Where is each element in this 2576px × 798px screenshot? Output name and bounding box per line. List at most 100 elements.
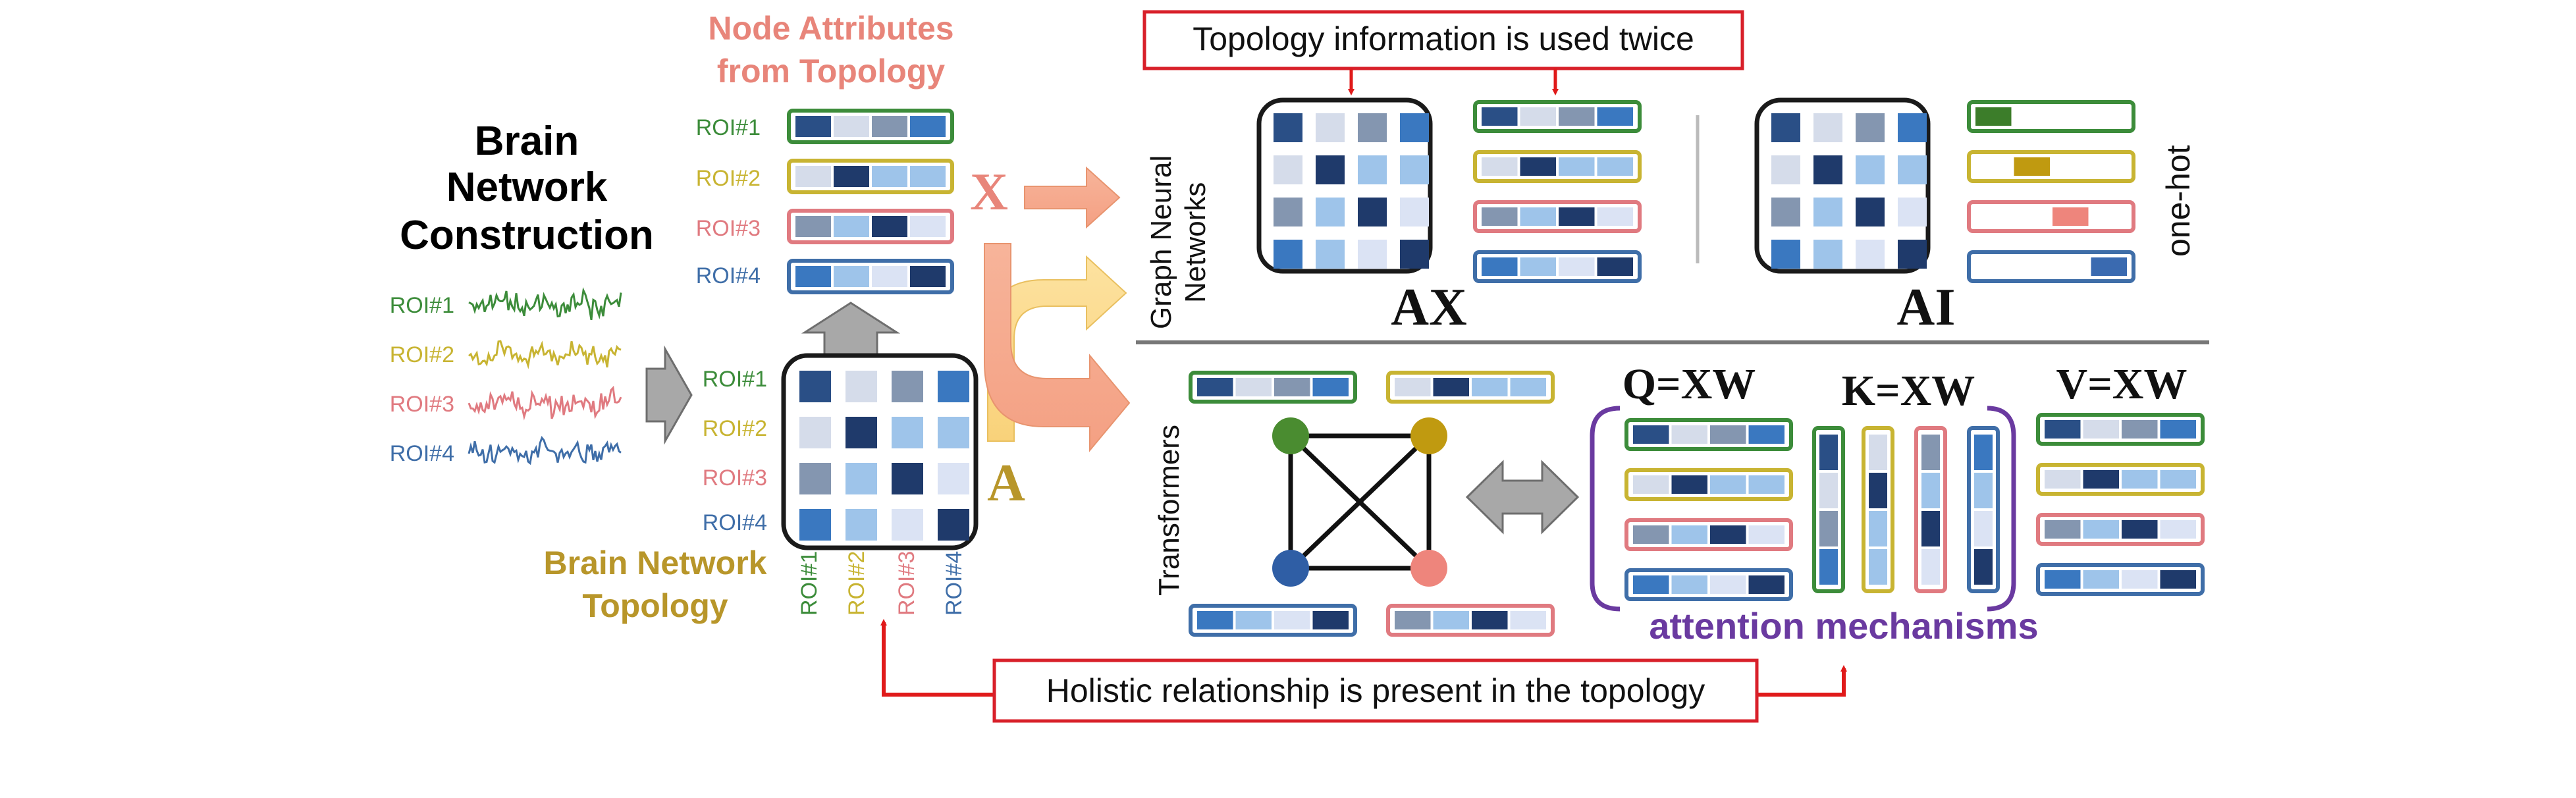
vector-cell — [1597, 257, 1633, 276]
vector-cell — [1520, 157, 1556, 176]
matrix-cell — [1358, 240, 1387, 269]
vector-cell — [1472, 378, 1508, 396]
matrix-cell — [799, 417, 831, 448]
onehot-vectors — [1967, 100, 2135, 283]
matrix-cell — [1898, 240, 1927, 269]
vector-cell — [2122, 470, 2158, 489]
k-vector-cell — [1921, 511, 1940, 546]
vector-cell — [1597, 107, 1633, 126]
k-vector-cell — [1974, 549, 1993, 585]
k-vector-cell — [1921, 435, 1940, 470]
onehot-cell — [2014, 157, 2050, 176]
topology-matrix-frame — [781, 353, 979, 550]
signal-label-roi3: ROI#3 — [390, 392, 454, 417]
topology-to-attributes-arrow — [801, 302, 901, 360]
k-vector-cell — [1921, 473, 1940, 508]
graph-to-attention-arrow — [1465, 460, 1580, 535]
matrix-cell — [1400, 198, 1429, 226]
matrix-cell — [1771, 198, 1800, 226]
gnn-section-label-line2: Networks — [1179, 182, 1212, 303]
matrix-cell — [1400, 155, 1429, 184]
graph-node-roi1 — [1272, 417, 1309, 454]
onehot-cell — [1975, 107, 2012, 126]
vector-cell — [2160, 570, 2196, 589]
k-vector-cell — [1819, 549, 1838, 585]
matrix-cell — [892, 463, 923, 494]
gnn-panel: Graph Neural Networks Topology informati… — [1142, 10, 2197, 336]
vector-cell — [1274, 378, 1310, 396]
vector-cell — [2083, 520, 2119, 539]
vector-cell — [872, 116, 907, 137]
k-label: K=XW — [1842, 367, 1975, 415]
vector-cell — [1748, 525, 1784, 544]
vector-cell — [1710, 475, 1746, 494]
topology-title-line2: Topology — [582, 587, 728, 624]
vector-cell — [1671, 575, 1707, 594]
k-vector-cell — [1819, 435, 1838, 470]
vector-cell — [1559, 157, 1595, 176]
vector-cell — [1748, 425, 1784, 444]
vector-cell — [1597, 207, 1633, 226]
vector-cell — [910, 116, 946, 137]
node-attr-label-roi3: ROI#3 — [696, 216, 761, 241]
a-symbol: A — [987, 454, 1025, 512]
vector-cell — [2083, 470, 2119, 489]
transformer-section-label: Transformers — [1153, 425, 1185, 596]
vector-cell — [872, 166, 907, 187]
matrix-cell — [1274, 240, 1302, 269]
graph-node-roi3 — [1410, 550, 1447, 587]
vector-cell — [1748, 475, 1784, 494]
vector-cell — [1520, 257, 1556, 276]
vector-cell — [2122, 520, 2158, 539]
vector-cell — [1235, 378, 1272, 396]
vector-cell — [1633, 575, 1669, 594]
vector-cell — [1312, 611, 1349, 629]
onehot-label: one-hot — [2160, 145, 2197, 257]
vector-cell — [1710, 525, 1746, 544]
matrix-cell — [845, 371, 877, 402]
vector-cell — [1671, 425, 1707, 444]
vector-cell — [1633, 475, 1669, 494]
vector-cell — [1472, 611, 1508, 629]
vector-cell — [1433, 378, 1469, 396]
topology-col-label-roi4: ROI#4 — [942, 551, 967, 616]
construction-arrow — [645, 345, 693, 445]
matrix-cell — [1400, 240, 1429, 269]
topology-col-label-roi2: ROI#2 — [844, 551, 869, 616]
node-attr-label-roi4: ROI#4 — [696, 263, 761, 288]
attention-bracket-left — [1590, 406, 1621, 612]
vector-cell — [910, 166, 946, 187]
signal-label-roi4: ROI#4 — [390, 441, 454, 466]
v-label: V=XW — [2056, 360, 2187, 408]
vector-cell — [1633, 425, 1669, 444]
onehot-cell — [2091, 257, 2127, 276]
graph-edge — [1289, 434, 1431, 570]
matrix-cell — [938, 371, 969, 402]
matrix-cell — [799, 509, 831, 541]
vector-cell — [1748, 575, 1784, 594]
vector-cell — [2045, 520, 2081, 539]
node-attr-label-roi1: ROI#1 — [696, 115, 761, 140]
matrix-cell — [892, 509, 923, 541]
matrix-cell — [1813, 198, 1842, 226]
matrix-cell — [1813, 240, 1842, 269]
vector-cell — [1559, 257, 1595, 276]
signal-label-roi2: ROI#2 — [390, 342, 454, 367]
matrix-cell — [845, 417, 877, 448]
complete-graph — [1272, 417, 1447, 587]
vector-cell — [2122, 420, 2158, 439]
vector-cell — [1395, 378, 1431, 396]
matrix-cell — [1771, 113, 1800, 142]
k-vector-cell — [1974, 435, 1993, 470]
vector-cell — [795, 266, 831, 287]
ax-label: AX — [1391, 279, 1467, 336]
vector-cell — [834, 216, 869, 237]
topology-row-label-roi3: ROI#3 — [703, 466, 767, 491]
matrix-cell — [938, 509, 969, 541]
vector-cell — [2045, 570, 2081, 589]
k-vector-cell — [1974, 473, 1993, 508]
node-attr-vectors — [787, 109, 954, 294]
attention-bracket-right — [1987, 406, 2016, 612]
matrix-cell — [938, 417, 969, 448]
